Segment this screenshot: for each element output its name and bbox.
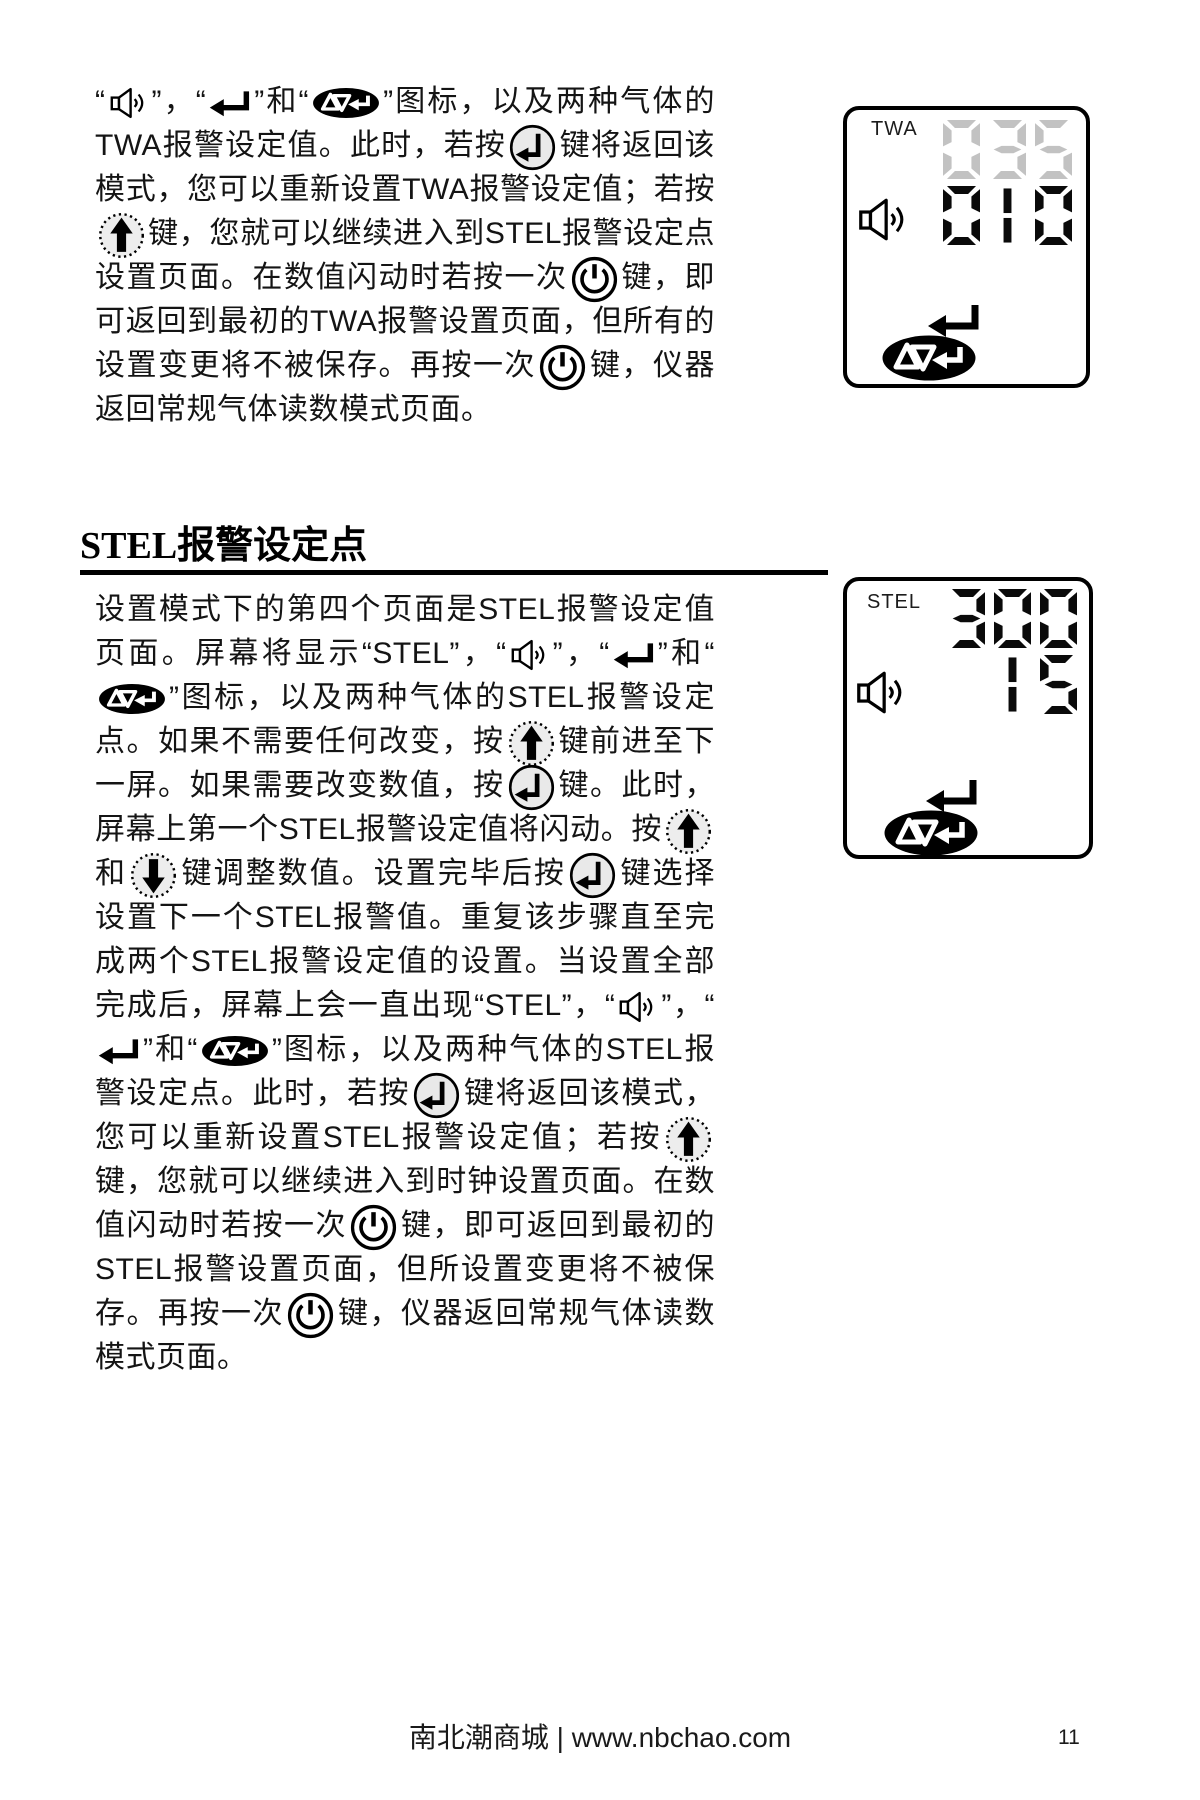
up-arrow-key-icon (98, 212, 145, 259)
speaker-icon (618, 990, 658, 1024)
speaker-icon (855, 669, 909, 716)
heading-rule (80, 570, 828, 575)
page-number: 11 (1058, 1726, 1080, 1749)
lcd-display-stel: STEL (843, 577, 1093, 859)
enter-return-arrow-icon (925, 777, 979, 813)
lcd-speaker-slot (857, 196, 911, 243)
enter-key-button-icon (569, 852, 616, 899)
enter-return-arrow-icon (209, 89, 251, 117)
stel-section-heading: STEL报警设定点 (80, 525, 368, 567)
speaker-icon (109, 86, 149, 120)
up-arrow-key-icon (665, 808, 712, 855)
lcd-display-twa: TWA (843, 106, 1090, 388)
alarm-setpoint-mode-icon (201, 1035, 269, 1067)
speaker-icon (857, 196, 911, 243)
footer-site-text: 南北潮商城 | www.nbchao.com (408, 1722, 792, 1753)
stel-paragraph: 设置模式下的第四个页面是STEL报警设定值页面。屏幕将显示“STEL”，“ ”，… (95, 593, 716, 1374)
enter-return-arrow-icon (927, 302, 981, 338)
enter-key-button-icon (508, 764, 555, 811)
enter-return-arrow-icon (98, 1037, 140, 1065)
lcd-reading-stel-1 (948, 589, 1077, 648)
lcd-alarm-oval-slot (881, 334, 977, 382)
speaker-icon (510, 638, 550, 672)
enter-return-arrow-icon (613, 641, 655, 669)
twa-paragraph: “ ”，“ ”和“ ”图标，以及两种气体的TWA报警设定值。此时，若按 键将返回… (95, 85, 716, 426)
power-key-icon (350, 1204, 397, 1251)
power-key-icon (287, 1292, 334, 1339)
alarm-setpoint-mode-icon (881, 334, 977, 382)
power-key-icon (539, 344, 586, 391)
lcd-ghost-reading-twa (943, 120, 1072, 179)
lcd-reading-twa (943, 186, 1072, 245)
up-arrow-key-icon (508, 720, 555, 767)
lcd-speaker-slot (855, 669, 909, 716)
power-key-icon (571, 256, 618, 303)
lcd-enter-arrow-slot (925, 777, 979, 813)
enter-key-button-icon (509, 124, 556, 171)
lcd-enter-arrow-slot (927, 302, 981, 338)
lcd-mode-label-stel: STEL (867, 591, 922, 613)
alarm-setpoint-mode-icon (883, 809, 979, 857)
alarm-setpoint-mode-icon (312, 87, 380, 119)
enter-key-button-icon (413, 1072, 460, 1119)
lcd-reading-stel-2 (994, 655, 1077, 714)
alarm-setpoint-mode-icon (98, 683, 166, 715)
lcd-alarm-oval-slot (883, 809, 979, 857)
up-arrow-key-icon (665, 1116, 712, 1163)
lcd-mode-label-twa: TWA (871, 118, 918, 140)
down-arrow-key-icon (130, 852, 177, 899)
